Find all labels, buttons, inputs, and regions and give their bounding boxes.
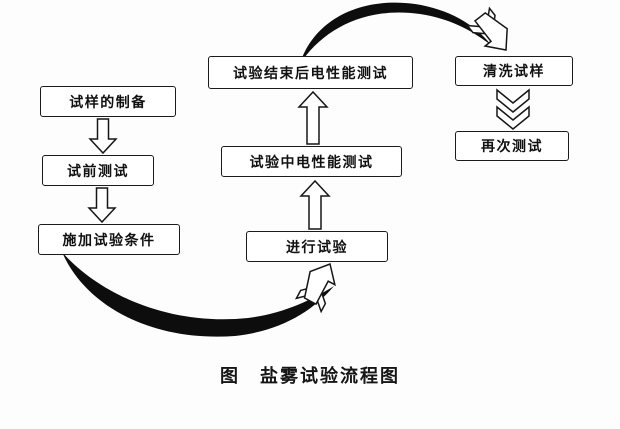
arrow-run-to-during-icon [299,179,331,230]
curve-bottom-tip-arrow-icon [303,262,336,306]
arrow-sample-to-pretest-icon [88,118,118,155]
node-during-test-measurement: 试验中电性能测试 [221,146,402,177]
arrow-pretest-to-conditions-icon [87,187,117,224]
arrow-during-to-after-icon [297,90,329,145]
curve-top-tip-arrow-icon [473,11,508,51]
node-clean-sample: 清洗试样 [455,56,573,86]
figure-caption: 图 盐雾试验流程图 [220,366,400,386]
node-retest: 再次测试 [455,131,569,161]
chevron-clean-to-retest-1-icon [496,88,530,113]
node-sample-preparation: 试样的制备 [40,86,176,117]
node-apply-conditions: 施加试验条件 [38,224,180,255]
node-run-test: 进行试验 [246,231,388,262]
curve-conditions-to-run-icon [62,252,334,337]
node-after-test-measurement: 试验结束后电性能测试 [208,56,413,89]
node-pre-test: 试前测试 [42,155,154,186]
chevron-clean-to-retest-2-icon [496,105,530,130]
curve-after-to-clean-icon [300,2,492,64]
